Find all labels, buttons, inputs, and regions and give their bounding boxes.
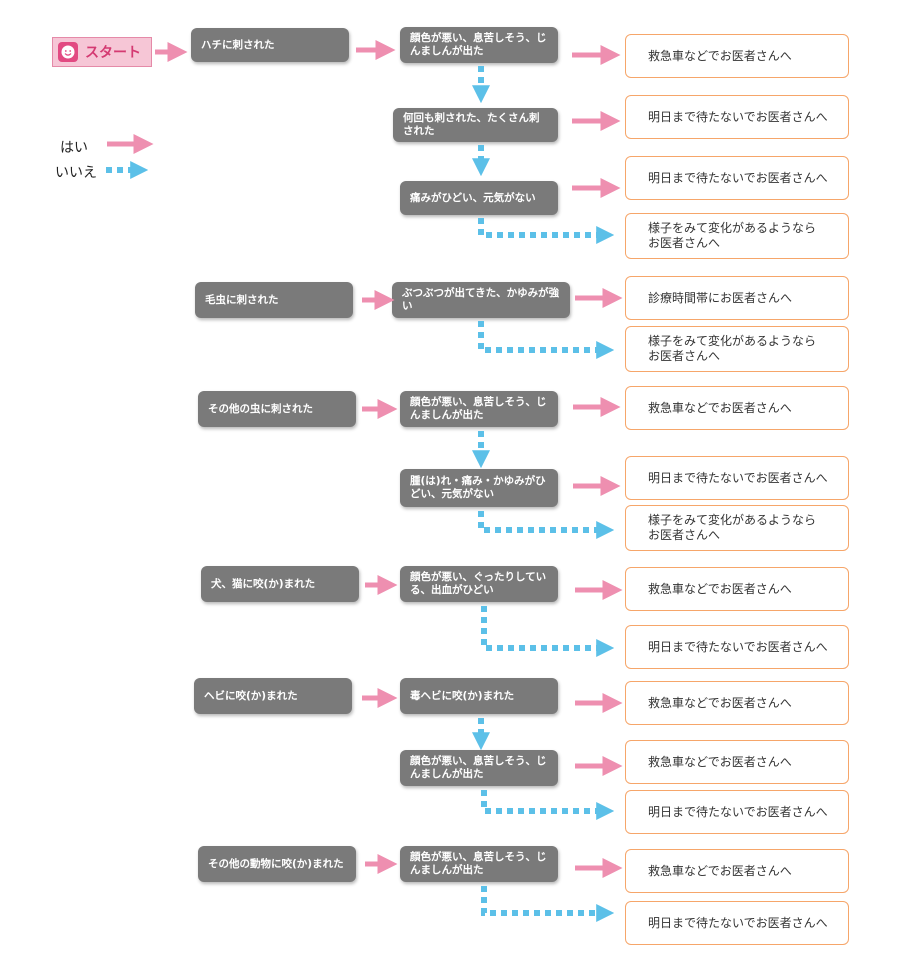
question-bee-pain: 痛みがひどい、元気がない: [400, 181, 558, 215]
result-box: 明日まで待たないでお医者さんへ: [625, 456, 849, 500]
question-venomous-snake: 毒ヘビに咬(か)まれた: [400, 678, 558, 714]
question-other-animal-bite: その他の動物に咬(か)まれた: [198, 846, 356, 882]
result-box: 様子をみて変化があるようなら お医者さんへ: [625, 505, 849, 551]
result-box: 明日まで待たないでお医者さんへ: [625, 901, 849, 945]
legend-yes-label: はい: [60, 140, 88, 156]
question-caterpillar-rash: ぶつぶつが出てきた、かゆみが強い: [392, 282, 570, 318]
result-box: 様子をみて変化があるようなら お医者さんへ: [625, 326, 849, 372]
question-other-insect-severe: 顔色が悪い、息苦しそう、じんましんが出た: [400, 391, 558, 427]
question-snake-bite: ヘビに咬(か)まれた: [194, 678, 352, 714]
start-label: スタート: [85, 45, 141, 61]
question-dog-cat-severe: 顔色が悪い、ぐったりしている、出血がひどい: [400, 566, 558, 602]
result-box: 明日まで待たないでお医者さんへ: [625, 790, 849, 834]
question-snake-severe: 顔色が悪い、息苦しそう、じんましんが出た: [400, 750, 558, 786]
result-box: 明日まで待たないでお医者さんへ: [625, 95, 849, 139]
result-box: 救急車などでお医者さんへ: [625, 740, 849, 784]
question-other-insect: その他の虫に刺された: [198, 391, 356, 427]
question-bee-severe: 顔色が悪い、息苦しそう、じんましんが出た: [400, 27, 558, 63]
question-dog-cat-bite: 犬、猫に咬(か)まれた: [201, 566, 359, 602]
question-other-insect-swelling: 腫(は)れ・痛み・かゆみがひどい、元気がない: [400, 469, 558, 507]
result-box: 明日まで待たないでお医者さんへ: [625, 625, 849, 669]
question-caterpillar: 毛虫に刺された: [195, 282, 353, 318]
face-icon: [58, 42, 78, 62]
result-box: 診療時間帯にお医者さんへ: [625, 276, 849, 320]
result-box: 救急車などでお医者さんへ: [625, 681, 849, 725]
question-bee-multiple: 何回も刺された、たくさん刺された: [393, 108, 558, 142]
result-box: 救急車などでお医者さんへ: [625, 34, 849, 78]
start-badge: スタート: [52, 37, 152, 67]
no-arrow: [478, 511, 615, 539]
no-arrow: [481, 790, 615, 820]
result-box: 救急車などでお医者さんへ: [625, 386, 849, 430]
no-arrow: [478, 218, 615, 244]
result-box: 救急車などでお医者さんへ: [625, 567, 849, 611]
result-box: 明日まで待たないでお医者さんへ: [625, 156, 849, 200]
legend-no-label: いいえ: [55, 165, 97, 181]
no-arrow: [478, 321, 615, 359]
no-arrow: [481, 886, 615, 922]
question-bee-sting: ハチに刺された: [191, 28, 349, 62]
question-other-animal-severe: 顔色が悪い、息苦しそう、じんましんが出た: [400, 846, 558, 882]
result-box: 様子をみて変化があるようなら お医者さんへ: [625, 213, 849, 259]
result-box: 救急車などでお医者さんへ: [625, 849, 849, 893]
no-arrow: [481, 606, 615, 657]
